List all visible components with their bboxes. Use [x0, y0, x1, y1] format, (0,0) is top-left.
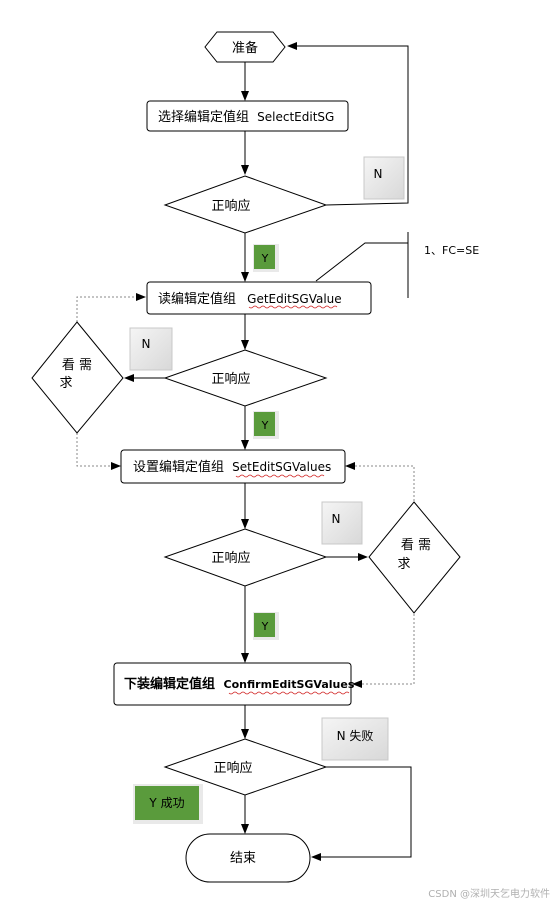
- resp3-label: 正响应: [211, 550, 250, 566]
- svg-text:Y: Y: [261, 252, 269, 265]
- edge-check-right-to-set: [345, 462, 415, 501]
- node-resp3: 正响应: [163, 528, 328, 587]
- svg-text:N: N: [374, 167, 383, 181]
- read-label-en: GetEditSGValue: [247, 292, 342, 306]
- resp1-label: 正响应: [211, 198, 250, 214]
- node-check-right: 看 需 求: [368, 501, 461, 614]
- check-left-label-1: 看 需: [62, 357, 92, 373]
- end-label: 结束: [230, 851, 256, 866]
- confirm-label-en: ConfirmEditSGValues: [224, 678, 355, 691]
- node-resp1: 正响应: [163, 175, 328, 234]
- node-check-left: 看 需 求: [31, 321, 124, 434]
- svg-text:设置编辑定值组 SetEditSGValues: 设置编辑定值组 SetEditSGValues: [133, 459, 331, 475]
- label-y3: Y: [253, 612, 279, 640]
- confirm-label-cn: 下装编辑定值组: [124, 676, 215, 692]
- select-label-cn: 选择编辑定值组: [158, 109, 249, 125]
- svg-text:Y 成功: Y 成功: [148, 796, 184, 810]
- dotted-connectors: [76, 293, 415, 688]
- edge-check-left-to-read: [76, 293, 146, 322]
- node-start: 准备: [204, 31, 286, 63]
- svg-text:N 失败: N 失败: [337, 728, 374, 743]
- svg-text:Y: Y: [261, 419, 269, 432]
- label-n4: N 失败: [321, 717, 389, 761]
- label-n1: N: [363, 156, 405, 200]
- svg-text:读编辑定值组 GetEditSGValue: 读编辑定值组 GetEditSGValue: [158, 291, 342, 307]
- edge-resp1-no-loop: [287, 42, 409, 206]
- read-label-cn: 读编辑定值组: [158, 291, 236, 307]
- svg-text:下装编辑定值组 ConfirmEditSGVal: 下装编辑定值组 ConfirmEditSGValues: [124, 676, 355, 692]
- resp4-label: 正响应: [213, 760, 252, 776]
- edge-resp4-fail: [311, 766, 412, 861]
- connectors: [124, 42, 412, 861]
- svg-text:Y: Y: [261, 620, 269, 633]
- annotation-leader: [315, 242, 408, 282]
- edge-check-left-to-set: [76, 433, 121, 470]
- label-n3: N: [321, 501, 363, 545]
- check-left-label-2: 求: [59, 376, 72, 391]
- select-label-en: SelectEditSG: [257, 110, 334, 124]
- annotation-text: 1、FC=SE: [424, 244, 479, 257]
- node-read: 读编辑定值组 GetEditSGValue: [146, 281, 372, 315]
- node-resp2: 正响应: [163, 349, 328, 407]
- set-label-cn: 设置编辑定值组: [133, 459, 224, 475]
- node-end: 结束: [185, 833, 311, 883]
- svg-text:N: N: [142, 337, 151, 351]
- label-y1: Y: [253, 244, 279, 272]
- label-y4: Y 成功: [133, 784, 203, 824]
- watermark: CSDN @深圳天乞电力软件: [428, 887, 550, 900]
- node-set: 设置编辑定值组 SetEditSGValues: [120, 449, 346, 484]
- resp2-label: 正响应: [211, 371, 250, 387]
- node-confirm: 下装编辑定值组 ConfirmEditSGValues: [113, 662, 355, 706]
- check-right-label-2: 求: [397, 557, 410, 572]
- check-right-label-1: 看 需: [401, 537, 431, 553]
- label-n2: N: [129, 327, 173, 371]
- start-label: 准备: [232, 40, 258, 56]
- svg-text:N: N: [332, 512, 341, 526]
- node-resp4: 正响应: [163, 738, 328, 796]
- set-label-en: SetEditSGValues: [232, 460, 331, 474]
- edge-check-right-to-confirm: [352, 614, 415, 688]
- node-select: 选择编辑定值组 SelectEditSG: [146, 100, 349, 132]
- label-y2: Y: [253, 411, 279, 439]
- svg-text:选择编辑定值组 SelectEditSG: 选择编辑定值组 SelectEditSG: [158, 109, 334, 125]
